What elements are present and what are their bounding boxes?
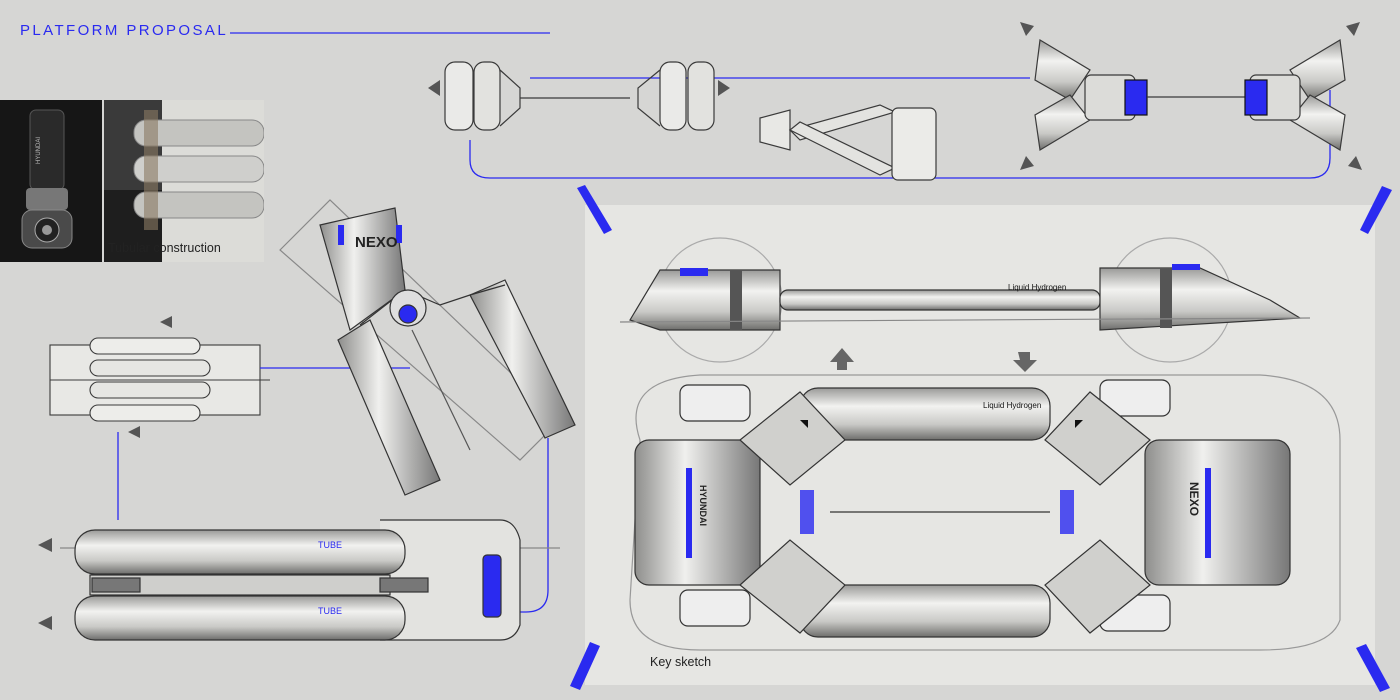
hyundai-label: HYUNDAI — [698, 485, 708, 526]
direction-arrow-icon — [428, 22, 1362, 170]
liquid-hydrogen-side-view — [619, 237, 1311, 363]
folded-tank-sketch — [49, 337, 410, 520]
photo-coupler-closeup: HYUNDAI — [0, 100, 102, 262]
liquid-hydrogen-label-top: Liquid Hydrogen — [983, 401, 1041, 410]
photo-tube-render — [104, 100, 264, 262]
nexo-label-top: NEXO — [1187, 482, 1201, 516]
photo-caption: Tubular construction — [108, 241, 221, 255]
twin-tube-top-view — [60, 519, 560, 641]
key-sketch-caption: Key sketch — [650, 655, 712, 669]
tube-label-upper: TUBE — [318, 540, 342, 550]
direction-arrow-icon — [128, 316, 172, 438]
nexo-y-frame-sketch — [279, 199, 576, 613]
corner-tape-marker — [570, 185, 1392, 692]
page-title: PLATFORM PROPOSAL — [20, 22, 229, 39]
direction-arrow-icon — [38, 538, 52, 630]
direction-arrow-icon — [830, 348, 1037, 372]
sleeve-text: HYUNDAI — [36, 137, 42, 164]
top-sequence-sketches — [444, 39, 1346, 181]
tube-label-lower: TUBE — [318, 606, 342, 616]
nexo-label: NEXO — [355, 234, 398, 251]
h-frame-top-view — [629, 374, 1341, 651]
liquid-hydrogen-label-side: Liquid Hydrogen — [1008, 283, 1066, 292]
